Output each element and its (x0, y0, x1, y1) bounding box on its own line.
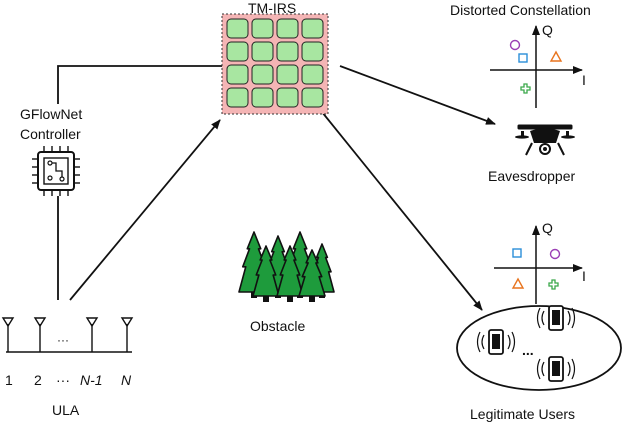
irs-element-cell (226, 87, 249, 108)
irs-element-cell (276, 41, 299, 62)
ula-inner-ellipsis: ··· (57, 333, 69, 347)
irs-element-cell (301, 87, 324, 108)
controller-label-line1: GFlowNet (20, 106, 83, 122)
chip-icon (32, 146, 80, 196)
irs-element-cell (251, 41, 274, 62)
phone-icon-1 (476, 329, 516, 355)
irs-element-cell (276, 64, 299, 85)
irs-element-cell (301, 18, 324, 39)
orange-triangle-symbol (549, 50, 563, 62)
ula-antenna-array (1, 317, 134, 353)
legitimate-users-group (456, 305, 622, 391)
antenna-n-minus-1-icon (85, 317, 99, 352)
eaves-q-axis-label: Q (542, 22, 553, 38)
irs-element-cell (301, 64, 324, 85)
irs-elements (226, 18, 324, 108)
green-cross-symbol-2 (548, 279, 559, 290)
connection-lines (57, 65, 496, 311)
antenna-n-icon (120, 317, 134, 352)
users-ellipsis: ... (522, 342, 534, 358)
users-ellipse (456, 305, 622, 391)
irs-element-cell (226, 64, 249, 85)
irs-to-users-arrow (321, 111, 483, 311)
purple-circle-symbol-2 (549, 248, 561, 260)
eavesdropper-label: Eavesdropper (488, 168, 576, 184)
purple-circle-symbol (509, 39, 521, 51)
tree-shape (252, 245, 280, 297)
ula-index-n-minus-1: N-1 (80, 372, 103, 388)
ula-index-1: 1 (5, 372, 13, 388)
tm-irs-panel (221, 13, 329, 115)
ula-index-dots: ··· (56, 372, 70, 388)
irs-element-cell (276, 18, 299, 39)
irs-element-cell (251, 18, 274, 39)
irs-label: TM-IRS (248, 0, 297, 16)
controller-to-irs-line (57, 65, 222, 104)
trees-icon (238, 231, 335, 302)
phone-icon-2 (536, 305, 576, 331)
legitimate-users-label: Legitimate Users (470, 406, 576, 422)
eaves-i-axis-label: I (582, 72, 586, 88)
antenna-1-icon (1, 317, 15, 352)
legitimate-constellation (494, 225, 583, 304)
irs-element-cell (226, 18, 249, 39)
controller-label-line2: Controller (20, 126, 81, 142)
irs-to-eavesdropper-arrow (339, 65, 496, 125)
irs-element-cell (251, 87, 274, 108)
irs-element-cell (251, 64, 274, 85)
green-cross-symbol (520, 83, 531, 94)
ula-label: ULA (52, 402, 80, 418)
obstacle-label: Obstacle (250, 318, 306, 334)
orange-triangle-symbol-2 (511, 277, 525, 289)
tree-shape (276, 245, 304, 297)
ula-to-irs-arrow (69, 119, 221, 301)
drone-icon (515, 124, 575, 156)
blue-square-symbol-2 (512, 248, 522, 258)
tree-shape (298, 249, 326, 297)
ula-index-n: N (121, 372, 132, 388)
legit-q-axis-label: Q (542, 220, 553, 236)
antenna-2-icon (33, 317, 47, 352)
irs-element-cell (226, 41, 249, 62)
phone-icon-3 (536, 356, 576, 382)
distorted-constellation (490, 25, 583, 108)
legit-i-axis-label: I (582, 268, 586, 284)
ula-index-2: 2 (34, 372, 42, 388)
blue-square-symbol (518, 53, 528, 63)
irs-element-cell (276, 87, 299, 108)
constellation-title: Distorted Constellation (450, 2, 591, 18)
irs-element-cell (301, 41, 324, 62)
